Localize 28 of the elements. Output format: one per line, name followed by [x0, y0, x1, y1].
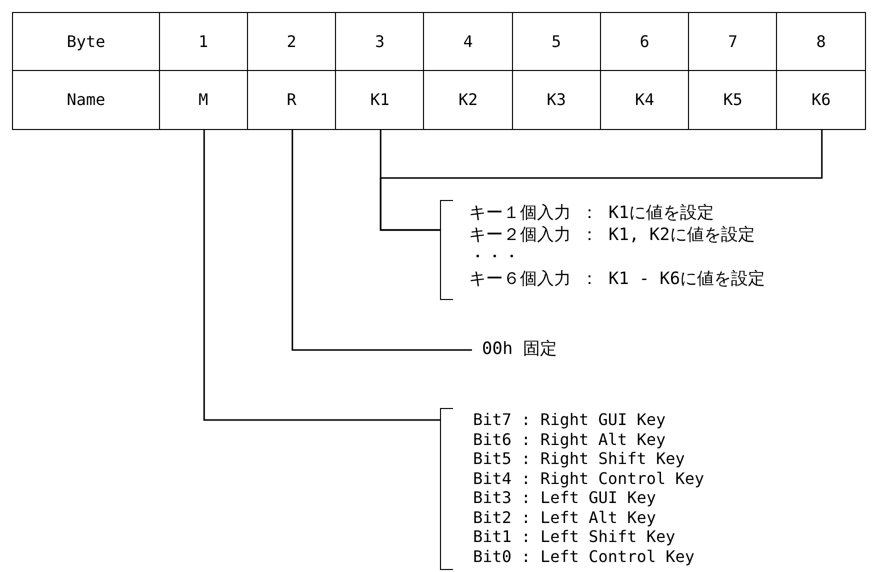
leader-line: [292, 130, 472, 351]
byte-number-cell: 7: [688, 12, 778, 71]
table-cell: K6: [776, 70, 866, 130]
byte-number-cell: 3: [335, 12, 425, 71]
note-line: Bit1 : Left Shift Key: [473, 527, 676, 546]
note-line: キー２個入力 ： K1, K2に値を設定: [469, 224, 756, 246]
note-line: Bit6 : Right Alt Key: [473, 430, 667, 449]
note-line: ・・・: [469, 246, 521, 268]
note-text: 00h 固定: [482, 338, 557, 360]
leader-line: [203, 130, 440, 421]
note-line: Bit4 : Right Control Key: [473, 468, 704, 488]
byte-number-cell: 8: [776, 12, 866, 71]
table-cell: K2: [423, 70, 513, 130]
header-cell: Name: [12, 70, 160, 130]
note-line: Bit5 : Right Shift Key: [473, 449, 686, 468]
bracket-note: [440, 408, 704, 570]
bracket-note: [440, 200, 766, 300]
note-line: Bit2 : Left Alt Key: [473, 508, 658, 527]
leader-line: [380, 130, 823, 231]
note-line: Bit3 : Left GUI Key: [473, 488, 658, 508]
note-line: キー６個入力 ： K1 - K6に値を設定: [469, 268, 766, 290]
note-line: Bit0 : Left Control Key: [473, 546, 696, 566]
header-cell: Byte: [12, 12, 160, 71]
byte-number-cell: 4: [423, 12, 513, 71]
note-line: Bit7 : Right GUI Key: [473, 410, 667, 430]
note-line: キー１個入力 ： K1に値を設定: [469, 202, 715, 224]
table-cell: K1: [335, 70, 425, 130]
table-cell: K5: [688, 70, 778, 130]
